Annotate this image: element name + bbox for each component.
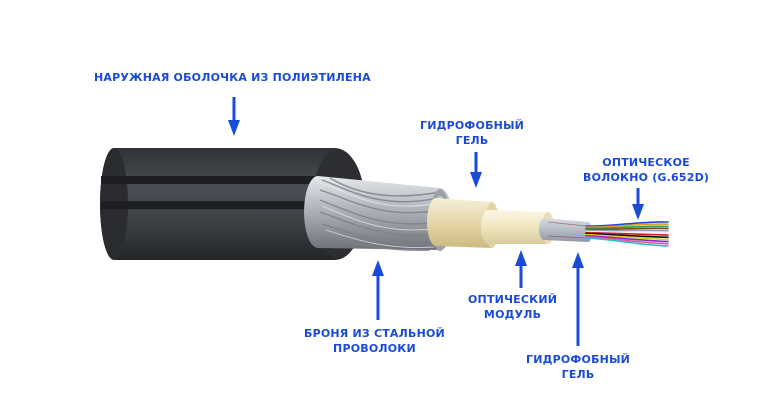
label-gel-top-line1: ГИДРОФОБНЫЙ: [420, 119, 525, 132]
optical-fiber-strand: [585, 237, 669, 247]
label-steel-armor-line1: БРОНЯ ИЗ СТАЛЬНОЙ: [304, 327, 445, 340]
optical-fiber-strand: [585, 227, 669, 231]
label-optical-fiber: ОПТИЧЕСКОЕ ВОЛОКНО (G.652D): [583, 155, 709, 185]
arrow-gel-bottom: [572, 252, 584, 346]
label-optical-fiber-line1: ОПТИЧЕСКОЕ: [602, 156, 690, 169]
label-hydrophobic-gel-bottom: ГИДРОФОБНЫЙ ГЕЛЬ: [526, 352, 630, 382]
optical-fibers: [585, 221, 669, 247]
arrow-gel-top: [470, 152, 482, 188]
optical-fiber-strand: [585, 223, 669, 229]
label-optical-fiber-line2: ВОЛОКНО (G.652D): [583, 171, 710, 184]
optical-fiber-strand: [585, 225, 669, 230]
label-steel-armor-line2: ПРОВОЛОКИ: [333, 342, 416, 355]
optical-fiber-strand: [585, 232, 669, 239]
optical-fiber-strand: [585, 230, 669, 234]
arrow-steel-armor: [372, 260, 384, 320]
sheath-stripe-lower: [101, 201, 348, 209]
arrow-optical-fiber: [632, 188, 644, 220]
label-gel-top-line2: ГЕЛЬ: [455, 134, 489, 147]
outer-sheath: [100, 148, 365, 260]
arrow-optical-module: [515, 250, 527, 288]
optical-fiber-strand: [585, 236, 669, 245]
sheath-stripe-upper: [101, 176, 342, 184]
label-hydrophobic-gel-top: ГИДРОФОБНЫЙ ГЕЛЬ: [420, 118, 524, 148]
label-optical-module-line1: ОПТИЧЕСКИЙ: [468, 293, 558, 306]
hydrophobic-gel-inner: [539, 218, 592, 242]
label-optical-module-line2: МОДУЛЬ: [483, 308, 542, 321]
label-gel-bottom-line2: ГЕЛЬ: [561, 368, 595, 381]
label-optical-module: ОПТИЧЕСКИЙ МОДУЛЬ: [468, 292, 557, 322]
arrow-outer-sheath: [228, 97, 240, 136]
optical-fiber-strand: [585, 233, 669, 241]
optical-fiber-strand: [585, 235, 669, 243]
label-outer-sheath-line1: НАРУЖНАЯ ОБОЛОЧКА ИЗ ПОЛИЭТИЛЕНА: [94, 71, 371, 84]
label-outer-sheath: НАРУЖНАЯ ОБОЛОЧКА ИЗ ПОЛИЭТИЛЕНА: [94, 70, 371, 85]
optical-fiber-strand: [585, 231, 669, 236]
label-steel-armor: БРОНЯ ИЗ СТАЛЬНОЙ ПРОВОЛОКИ: [304, 326, 445, 356]
label-gel-bottom-line1: ГИДРОФОБНЫЙ: [526, 353, 631, 366]
optical-fiber-strand: [585, 221, 669, 227]
